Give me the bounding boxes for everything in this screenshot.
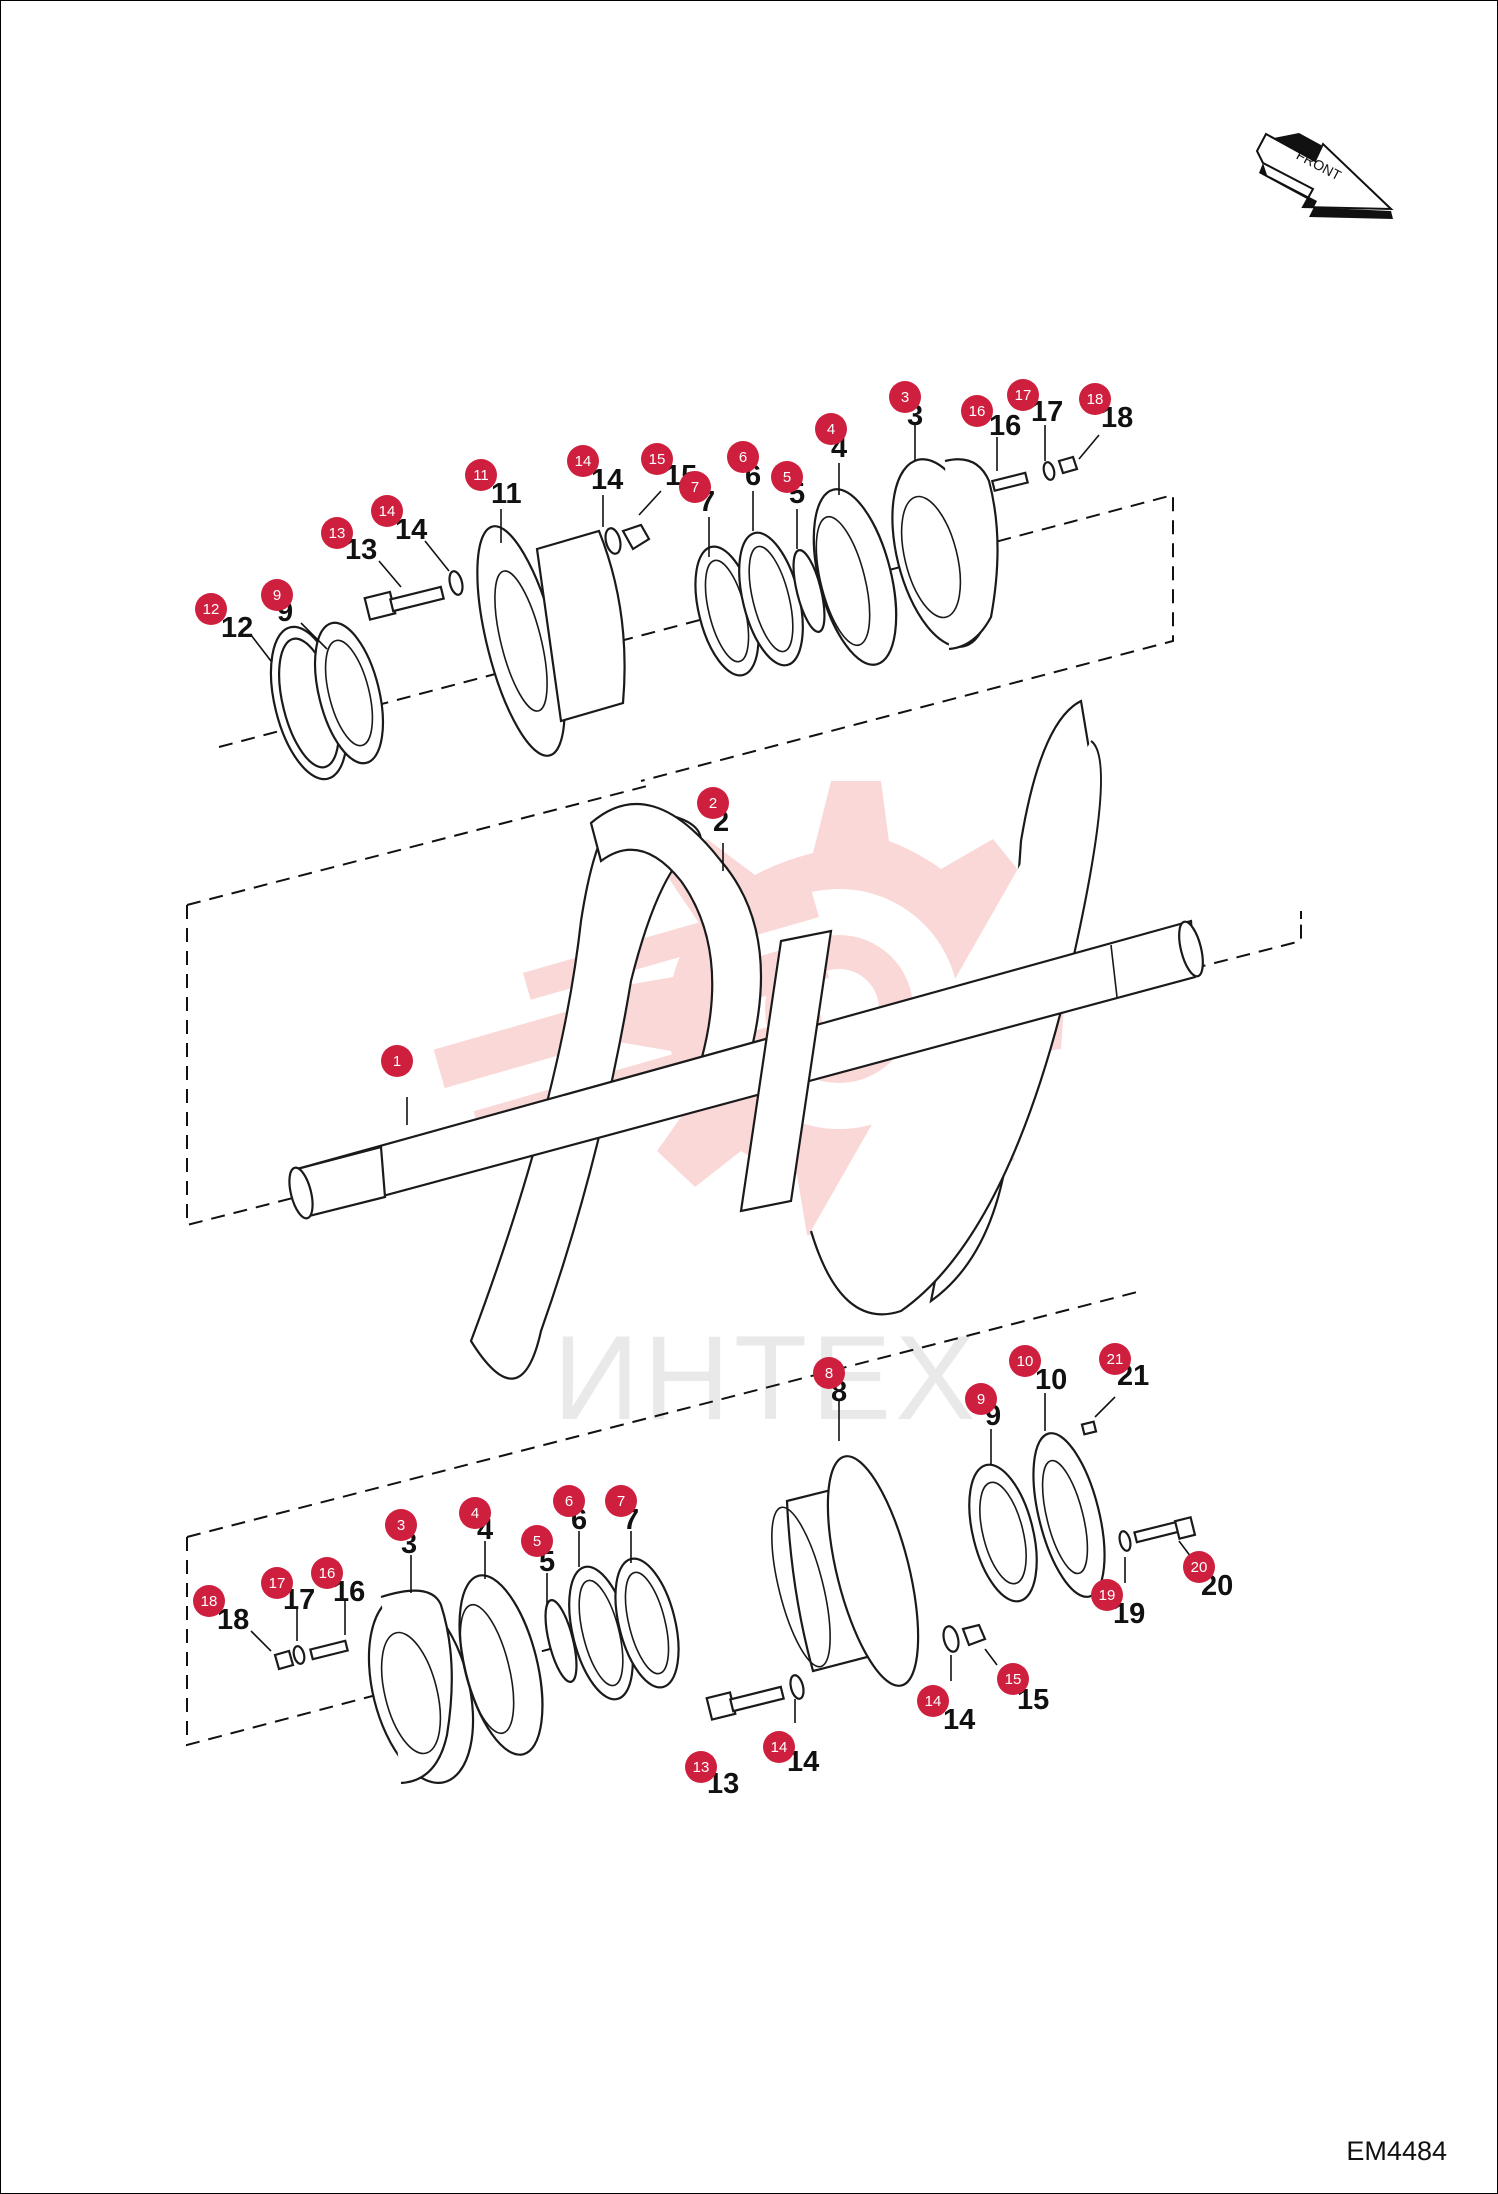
callout-bubble <box>813 1357 845 1389</box>
callout-bubble-label: 1 <box>393 1053 401 1070</box>
callout-bubble-label: 12 <box>203 601 220 618</box>
callout-bubble <box>889 381 921 413</box>
callout-bubble <box>381 1045 413 1077</box>
callout-bubble-label: 9 <box>273 587 281 604</box>
callout-bubble <box>385 1509 417 1541</box>
callout-bubble-label: 19 <box>1099 1587 1116 1604</box>
callout-bubble <box>459 1497 491 1529</box>
callout-number: 16 <box>989 410 1021 442</box>
callout-bubble-label: 20 <box>1191 1559 1208 1576</box>
callout-bubble <box>1009 1345 1041 1377</box>
callout-bubble-label: 10 <box>1017 1353 1034 1370</box>
callout-bubble <box>1007 379 1039 411</box>
callout-bubble-label: 21 <box>1107 1351 1124 1368</box>
callout-bubble <box>567 445 599 477</box>
upper-callouts: 12 12 9 9 13 13 14 14 11 11 14 14 15 15 … <box>195 379 1133 662</box>
callout-bubble-label: 8 <box>825 1365 833 1382</box>
callout-bubble <box>685 1751 717 1783</box>
callout-bubble <box>641 443 673 475</box>
lower-callouts: 18 18 17 17 16 16 3 3 4 4 5 5 6 6 7 7 13… <box>193 1343 1233 1800</box>
callout-bubble <box>1099 1343 1131 1375</box>
callout-bubble-label: 7 <box>691 479 699 496</box>
callout-bubble <box>763 1731 795 1763</box>
callout-bubble-label: 17 <box>269 1575 286 1592</box>
callout-bubble-label: 3 <box>397 1517 405 1534</box>
callout-bubble-label: 6 <box>565 1493 573 1510</box>
callout-bubble-label: 14 <box>771 1739 788 1756</box>
callout-bubble-label: 14 <box>575 453 592 470</box>
callout-bubble <box>261 579 293 611</box>
lower-hub-assembly <box>186 1290 1197 1785</box>
callout-number: 12 <box>221 612 253 644</box>
callout-bubble-label: 14 <box>379 503 396 520</box>
callout-bubble-label: 15 <box>1005 1671 1022 1688</box>
callout-bubble-label: 5 <box>783 469 791 486</box>
callout-bubble <box>195 593 227 625</box>
callout-bubble <box>997 1663 1029 1695</box>
callout-bubble <box>1079 383 1111 415</box>
callout-bubble-label: 17 <box>1015 387 1032 404</box>
callout-bubble <box>965 1383 997 1415</box>
callout-bubble <box>371 495 403 527</box>
callout-bubble-label: 13 <box>329 525 346 542</box>
axle-and-frame <box>186 699 1302 1380</box>
callout-number: 10 <box>1035 1364 1067 1396</box>
callout-bubble <box>521 1525 553 1557</box>
callout-bubble <box>553 1485 585 1517</box>
callout-bubble-label: 7 <box>617 1493 625 1510</box>
callout-bubble-label: 13 <box>693 1759 710 1776</box>
callout-bubble <box>815 413 847 445</box>
callout-bubble <box>193 1585 225 1617</box>
callout-bubble-label: 2 <box>709 795 717 812</box>
callout-bubble <box>465 459 497 491</box>
watermark-text: ИНТЕХ <box>553 1311 979 1445</box>
callout-bubble-label: 4 <box>471 1505 479 1522</box>
callout-bubble-label: 18 <box>201 1593 218 1610</box>
front-arrow-icon: FRONT <box>1255 132 1394 219</box>
middle-callouts: 1 2 2 <box>381 787 729 1125</box>
callout-number: 14 <box>943 1704 975 1736</box>
callout-bubble-label: 4 <box>827 421 835 438</box>
callout-bubble <box>917 1685 949 1717</box>
callout-bubble <box>727 441 759 473</box>
callout-bubble-label: 6 <box>739 449 747 466</box>
callout-bubble-label: 3 <box>901 389 909 406</box>
callout-bubble-label: 5 <box>533 1533 541 1550</box>
callout-bubble <box>311 1557 343 1589</box>
callout-bubble-label: 15 <box>649 451 666 468</box>
callout-bubble-label: 18 <box>1087 391 1104 408</box>
callout-bubble <box>679 471 711 503</box>
callout-bubble-label: 9 <box>977 1391 985 1408</box>
callout-bubble <box>1091 1579 1123 1611</box>
callout-bubble <box>961 395 993 427</box>
callout-bubble <box>697 787 729 819</box>
callout-bubble <box>1183 1551 1215 1583</box>
drawing-code: EM4484 <box>1346 2136 1447 2166</box>
upper-hub-assembly <box>218 455 1174 782</box>
callout-bubble <box>261 1567 293 1599</box>
callout-number: 11 <box>491 478 522 510</box>
callout-bubble-label: 16 <box>319 1565 336 1582</box>
callout-bubble <box>771 461 803 493</box>
callout-bubble-label: 16 <box>969 403 986 420</box>
callout-bubble-label: 14 <box>925 1693 942 1710</box>
callout-bubble <box>605 1485 637 1517</box>
callout-bubble-label: 11 <box>473 467 489 484</box>
callout-bubble <box>321 517 353 549</box>
